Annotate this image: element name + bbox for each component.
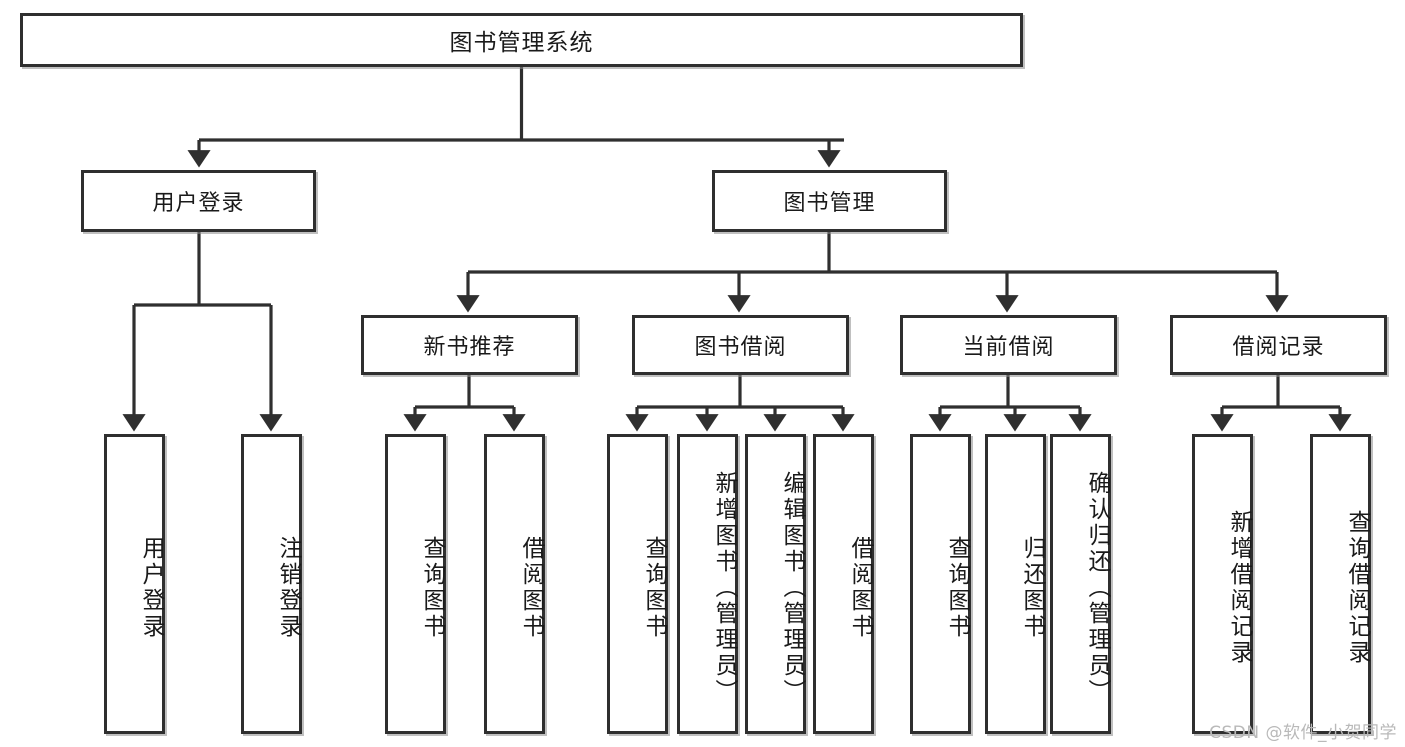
leaf-label: 确认归还（管理员） <box>1084 471 1110 705</box>
node-leaf-query-book-current[interactable]: 查询图书 <box>910 434 971 734</box>
leaf-label: 编辑图书（管理员） <box>779 471 805 705</box>
leaf-label: 用户登录 <box>138 536 164 640</box>
node-leaf-user-login[interactable]: 用户登录 <box>104 434 165 734</box>
node-leaf-add-book[interactable]: 新增图书（管理员） <box>677 434 738 734</box>
leaf-label: 新增借阅记录 <box>1226 510 1252 666</box>
node-leaf-edit-book[interactable]: 编辑图书（管理员） <box>745 434 806 734</box>
leaf-label: 借阅图书 <box>847 536 873 640</box>
leaf-label: 注销登录 <box>275 536 301 640</box>
leaf-label: 查询图书 <box>641 536 667 640</box>
node-user-login[interactable]: 用户登录 <box>81 170 316 232</box>
leaf-label: 查询借阅记录 <box>1344 510 1370 666</box>
node-leaf-add-borrow-record[interactable]: 新增借阅记录 <box>1192 434 1253 734</box>
leaf-label: 借阅图书 <box>518 536 544 640</box>
node-leaf-query-book-borrow[interactable]: 查询图书 <box>607 434 668 734</box>
node-book-management[interactable]: 图书管理 <box>712 170 947 232</box>
node-leaf-borrow-book-recommend[interactable]: 借阅图书 <box>484 434 545 734</box>
node-borrow-records[interactable]: 借阅记录 <box>1170 315 1387 375</box>
watermark-text: CSDN @软件_小贺同学 <box>1209 723 1397 743</box>
leaf-label: 新增图书（管理员） <box>711 471 737 705</box>
node-leaf-logout[interactable]: 注销登录 <box>241 434 302 734</box>
leaf-label: 查询图书 <box>944 536 970 640</box>
leaf-label: 归还图书 <box>1019 536 1045 640</box>
node-new-book-recommend[interactable]: 新书推荐 <box>361 315 578 375</box>
node-leaf-borrow-book[interactable]: 借阅图书 <box>813 434 874 734</box>
node-leaf-confirm-return[interactable]: 确认归还（管理员） <box>1050 434 1111 734</box>
node-book-borrow[interactable]: 图书借阅 <box>632 315 849 375</box>
node-leaf-query-book-recommend[interactable]: 查询图书 <box>385 434 446 734</box>
node-current-borrow[interactable]: 当前借阅 <box>900 315 1117 375</box>
node-root[interactable]: 图书管理系统 <box>20 13 1023 67</box>
leaf-label: 查询图书 <box>419 536 445 640</box>
node-leaf-return-book[interactable]: 归还图书 <box>985 434 1046 734</box>
node-leaf-query-borrow-record[interactable]: 查询借阅记录 <box>1310 434 1371 734</box>
